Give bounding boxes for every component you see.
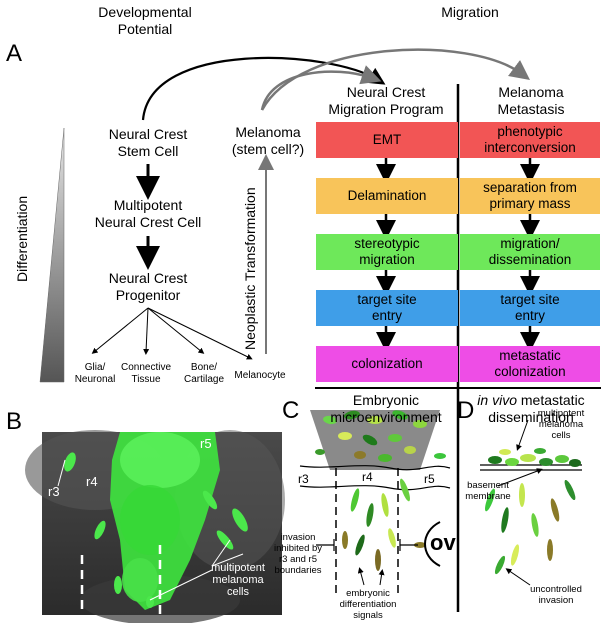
differentiation-triangle — [39, 127, 65, 383]
panel-c-ov: ov — [430, 530, 456, 555]
neoplastic-transformation-label: Neoplastic Transformation — [242, 187, 258, 350]
output-bone-cartilage: Bone/ Cartilage — [183, 362, 225, 385]
output-glia-neuronal: Glia/ Neuronal — [74, 362, 116, 385]
panel-label-d: D — [457, 397, 475, 424]
panel-d-invasion-label: uncontrolled invasion — [530, 584, 582, 606]
panel-d-membrane-label: basement membrane — [465, 480, 511, 502]
panel-label-b: B — [6, 408, 23, 435]
panel-d-schematic — [480, 419, 582, 586]
output-melanocyte: Melanocyte — [234, 370, 286, 381]
step-left-delamination: Delamination — [316, 178, 458, 214]
step-right-separation: separation from primary mass — [460, 178, 600, 214]
panel-c-r3: r3 — [298, 472, 309, 486]
progenitor-node: Neural Crest Progenitor — [108, 270, 188, 303]
melanoma-to-metastasis-arrow — [260, 48, 531, 111]
panel-c-invasion-label: invasion inhibited by r3 and r5 boundari… — [273, 532, 323, 576]
differentiation-label: Differentiation — [14, 195, 30, 282]
in-vivo-dissemination-label: in vivo metastatic dissemination — [462, 392, 600, 426]
melanoma-to-program-arrow — [260, 65, 382, 111]
stem-cell-node: Neural Crest Stem Cell — [108, 126, 188, 159]
panel-b-micrograph — [25, 430, 285, 623]
step-right-migration: migration/ dissemination — [460, 234, 600, 270]
melanoma-metastasis-title: Melanoma Metastasis — [497, 84, 565, 117]
step-left-emt: EMT — [316, 122, 458, 158]
step-left-stereotypic: stereotypic migration — [316, 234, 458, 270]
stem-to-program-arrow — [141, 56, 386, 121]
panel-c-r5: r5 — [424, 472, 435, 486]
panel-b-r5: r5 — [200, 436, 212, 451]
embryonic-microenvironment-label: Embryonic microenvironment — [330, 392, 442, 425]
in-vivo-italic: in vivo — [477, 392, 517, 408]
panel-label-c: C — [282, 397, 300, 424]
melanoma-stem-node: Melanoma (stem cell?) — [231, 124, 305, 157]
step-left-colonization: colonization — [316, 346, 458, 382]
step-left-target-entry: target site entry — [316, 290, 458, 326]
nc-migration-program-title: Neural Crest Migration Program — [328, 84, 444, 117]
panel-b-r4: r4 — [86, 474, 98, 489]
panel-d-cells-label: multipotent melanoma cells — [537, 408, 585, 441]
output-connective-tissue: Connective Tissue — [120, 362, 172, 385]
panel-label-a: A — [6, 40, 23, 67]
step-right-metastatic: metastatic colonization — [460, 346, 600, 382]
panel-c-signals-label: embryonic differentiation signals — [339, 588, 397, 621]
panel-c-r4: r4 — [362, 470, 373, 484]
multipotent-node: Multipotent Neural Crest Cell — [94, 197, 202, 230]
dissemination-text: metastatic dissemination — [488, 392, 585, 425]
migration-header: Migration — [441, 4, 499, 20]
developmental-potential-header: Developmental Potential — [98, 4, 192, 37]
step-right-phenotypic: phenotypic interconversion — [460, 122, 600, 158]
step-right-target-entry: target site entry — [460, 290, 600, 326]
panel-b-cells-label: multipotent melanoma cells — [211, 562, 265, 598]
panel-b-r3: r3 — [48, 484, 60, 499]
panel-c-schematic — [299, 410, 451, 598]
